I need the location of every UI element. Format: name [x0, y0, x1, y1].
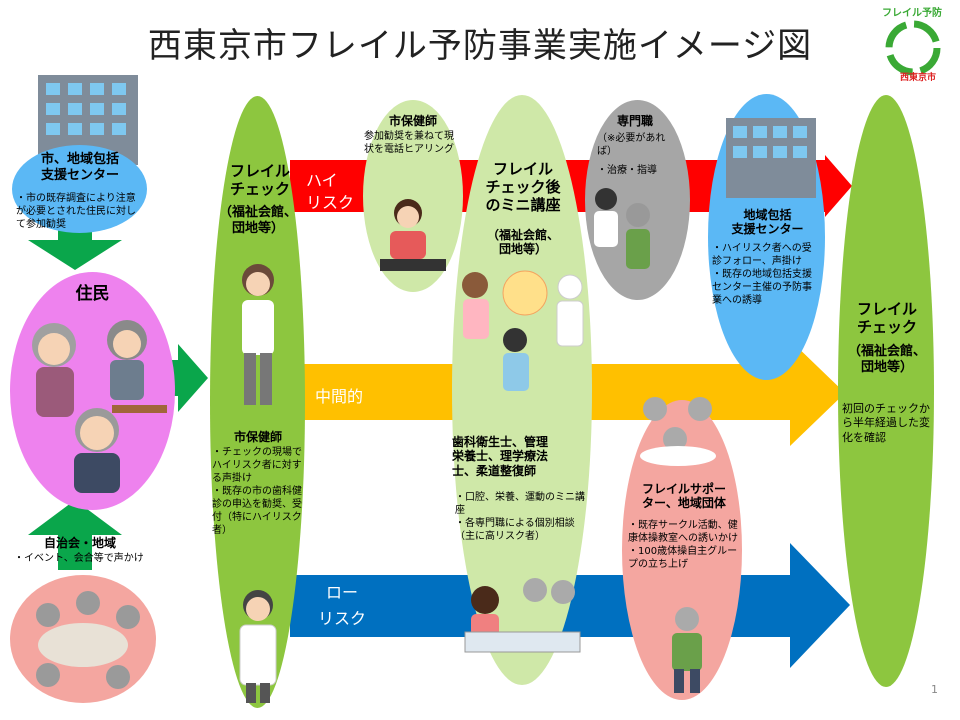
city-center-desc: ・市の既存調査により注意が必要とされた住民に対して参加勧奨 [16, 193, 136, 230]
frail-check-title: フレイル チェック [229, 162, 290, 198]
specialist-desc: ・治療・指導 [597, 165, 657, 176]
staff-desc: ・口腔、栄養、運動のミニ講座 ・各専門職による個別相談（主に高リスク者） [455, 492, 585, 542]
community-to-residents-arrow [28, 500, 122, 570]
city-nurse-mid-title: 市保健師 [233, 430, 282, 444]
page-title: 西東京市フレイル予防事業実施イメージ図 [147, 26, 813, 66]
final-check-column [838, 95, 934, 687]
doctor-illustration [239, 590, 277, 703]
final-check-desc: 初回のチェックから半年経過した変化を確認 [842, 402, 930, 444]
group-exercise-illustration [640, 397, 716, 466]
mini-lecture-title: フレイル チェック後 のミニ講座 [485, 160, 561, 214]
community-desc: ・イベント、会合等で声かけ [14, 553, 144, 564]
community-meeting-illustration [36, 591, 140, 689]
specialist-note: （※必要があれば） [597, 133, 666, 157]
community-title: 自治会・地域 [43, 536, 116, 550]
staff-title: 歯科衛生士、管理 栄養士、理学療法 士、柔道整復師 [452, 435, 549, 478]
specialist-title: 専門職 [616, 114, 653, 128]
logo: フレイル予防 西東京市 [872, 2, 954, 84]
city-nurse-mid-desc: ・チェックの現場でハイリスク者に対する声掛け ・既存の市の歯科健診の申込を勧奨、… [212, 447, 302, 536]
professionals-illustration [462, 270, 584, 391]
rehab-illustration [594, 188, 650, 269]
supporters-title: フレイルサポー ター、地域団体 [641, 482, 726, 511]
city-nurse-top-desc: 参加勧奨を兼ねて現状を電話ヒアリング [364, 131, 454, 155]
city-center-title: 市、地域包括 支援センター [40, 152, 119, 183]
consultation-illustration [464, 578, 581, 653]
city-center-bubble [12, 145, 147, 233]
low-risk-label: ロー リスク [318, 583, 367, 628]
center-to-residents-arrow [28, 218, 122, 270]
nurse-illustration [242, 264, 274, 405]
logo-ring-icon [885, 20, 941, 76]
phone-operator-illustration [380, 199, 446, 271]
supporters-desc: ・既存サークル活動、健康体操教室への誘いかけ ・100歳体操自主グループの立ち上… [628, 520, 738, 570]
final-check-venue: （福祉会館、 団地等） [847, 344, 926, 375]
mini-lecture-venue: （福祉会館、 団地等） [486, 228, 559, 257]
frail-check-venue: （福祉会館、 団地等） [218, 205, 297, 236]
middle-label: 中間的 [315, 387, 364, 406]
logo-text-bottom: 西東京市 [900, 73, 937, 83]
residents-label: 住民 [75, 284, 110, 304]
logo-text-top: フレイル予防 [882, 8, 942, 19]
city-nurse-top-title: 市保健師 [388, 114, 437, 128]
page-number: 1 [931, 683, 938, 696]
high-risk-label: ハイ リスク [306, 171, 355, 213]
final-check-title: フレイル チェック [856, 300, 917, 336]
exercise-senior-illustration [672, 607, 702, 693]
elderly-people-illustration [32, 320, 167, 493]
regional-center-title: 地域包括 支援センター [731, 208, 804, 237]
regional-building-icon [726, 118, 816, 198]
regional-center-desc: ・ハイリスク者への受診フォロー、声掛け ・既存の地域包括支援センター主催の予防事… [712, 243, 812, 306]
